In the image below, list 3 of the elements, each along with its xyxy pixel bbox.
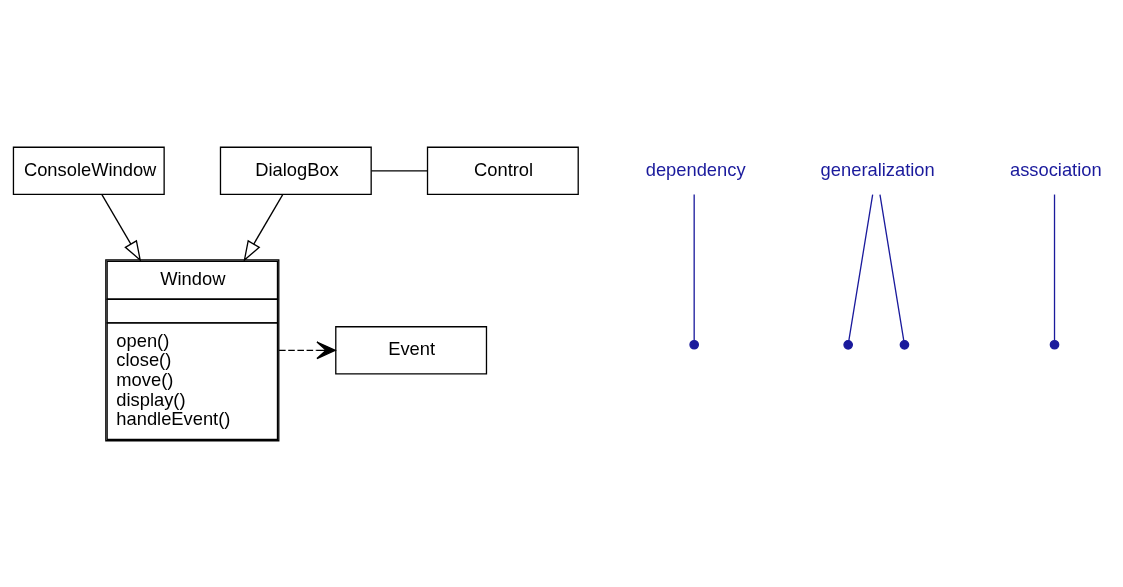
- node-text: generalization: [820, 158, 935, 180]
- node-text: dependency: [645, 158, 746, 180]
- node-text: association: [1009, 158, 1102, 180]
